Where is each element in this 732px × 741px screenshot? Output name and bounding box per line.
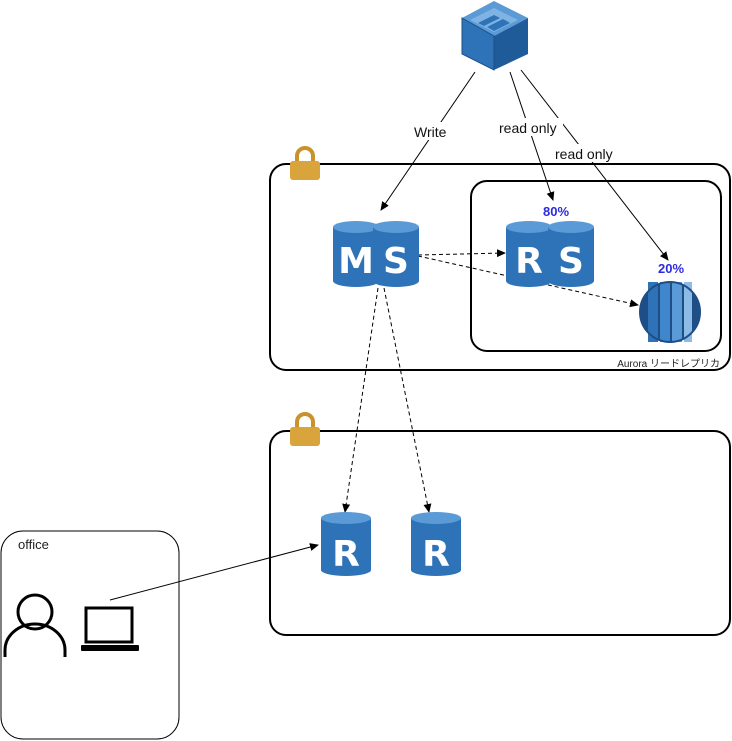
database-icon: S bbox=[373, 221, 419, 287]
replica-db: R bbox=[411, 512, 461, 576]
aurora-replica-group bbox=[470, 180, 722, 352]
write-label: Write bbox=[414, 124, 447, 140]
read-only-edge-2 bbox=[520, 69, 669, 261]
database-icon: R bbox=[506, 221, 552, 287]
laptop-icon bbox=[81, 606, 139, 651]
replication-edge bbox=[417, 249, 506, 258]
aurora-icon bbox=[639, 281, 701, 343]
svg-text:R: R bbox=[515, 241, 543, 282]
office-connection-edge bbox=[109, 543, 319, 601]
replication-edge bbox=[342, 287, 379, 513]
database-icon: S bbox=[548, 221, 594, 287]
master-db: M S bbox=[333, 221, 419, 287]
aurora-replica: 20% bbox=[639, 261, 701, 343]
database-icon: M bbox=[333, 221, 379, 287]
replication-edge bbox=[383, 287, 432, 513]
vpc-group-bottom bbox=[269, 430, 731, 636]
user-icon bbox=[3, 593, 67, 657]
replica-pair-db: 80% R S bbox=[506, 204, 594, 287]
svg-text:S: S bbox=[383, 241, 409, 282]
ec2-cube-icon bbox=[461, 1, 528, 71]
percent-label: 80% bbox=[543, 204, 569, 219]
write-edge bbox=[380, 71, 476, 211]
lock-icon bbox=[290, 146, 320, 180]
read-only-label: read only bbox=[499, 120, 557, 136]
percent-label: 20% bbox=[658, 261, 684, 276]
read-only-label: read only bbox=[555, 146, 613, 162]
svg-text:R: R bbox=[332, 534, 360, 575]
svg-text:M: M bbox=[338, 241, 374, 282]
svg-text:S: S bbox=[558, 241, 584, 282]
aurora-group-label: Aurora リードレプリカ bbox=[617, 358, 720, 370]
replica-db: R bbox=[321, 512, 371, 576]
svg-text:R: R bbox=[422, 534, 450, 575]
edges bbox=[109, 69, 669, 601]
office-group bbox=[0, 530, 180, 740]
office-label: office bbox=[18, 537, 49, 552]
lock-icon bbox=[290, 412, 320, 446]
database-icon: R bbox=[321, 512, 371, 576]
vpc-group-top bbox=[269, 163, 731, 371]
database-icon: R bbox=[411, 512, 461, 576]
